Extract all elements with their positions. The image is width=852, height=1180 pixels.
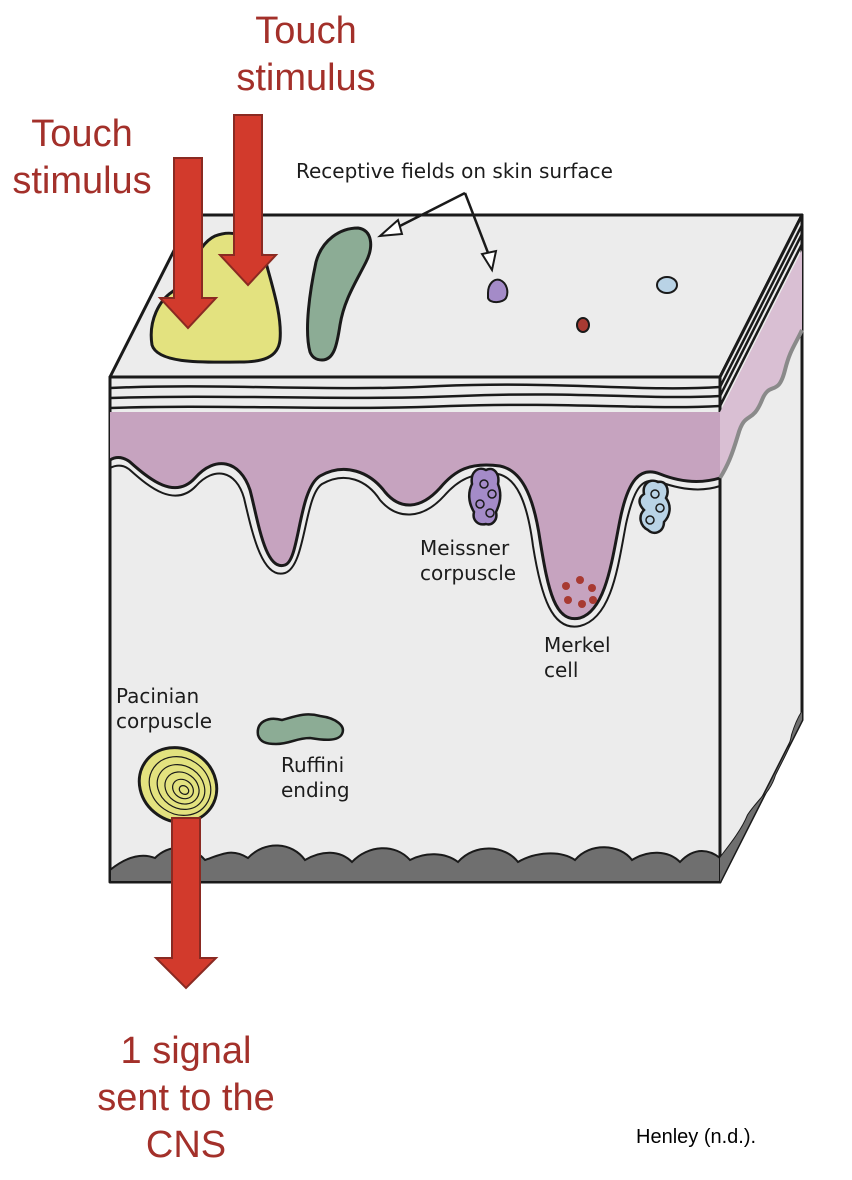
meissner-label-line1: Meissner: [420, 536, 510, 560]
pacinian-corpuscle: [137, 746, 219, 824]
merkel-receptive-field: [576, 317, 590, 333]
epidermis-layers: [109, 383, 721, 410]
touch-stimulus-label-left-line2: stimulus: [12, 160, 151, 202]
merkel-cells: [562, 576, 597, 608]
ruffini-label-line2: ending: [281, 778, 350, 802]
receptive-fields-label: Receptive fields on skin surface: [296, 159, 613, 183]
dermis-boundary-inner: [109, 464, 721, 628]
free-nerve-ending: [638, 479, 671, 534]
signal-to-cns-arrow: [153, 817, 219, 990]
pacinian-label-line1: Pacinian: [116, 684, 199, 708]
pointer-arrowhead-right: [480, 249, 498, 273]
touch-stimulus-arrow-right: [217, 114, 279, 287]
image-credit: Henley (n.d.).: [636, 1126, 756, 1148]
signal-label-line3: CNS: [146, 1124, 226, 1166]
meissner-corpuscle: [468, 467, 502, 526]
signal-label-line2: sent to the: [97, 1077, 274, 1119]
receptive-field-pointers: [391, 191, 492, 259]
ruffini-label-line1: Ruffini: [281, 753, 344, 777]
side-dermis-boundary: [718, 329, 804, 480]
free-ending-receptive-field: [656, 276, 678, 294]
subcutaneous-side-fill: [720, 712, 802, 882]
merkel-label-line1: Merkel: [544, 633, 611, 657]
signal-label-line1: 1 signal: [121, 1030, 252, 1072]
touch-stimulus-arrow-left: [157, 157, 219, 330]
side-epidermis-lines: [718, 224, 804, 407]
ruffini-receptive-field: [306, 226, 373, 362]
dermis-side-layer: [720, 250, 802, 478]
subcutaneous-fat-front: [109, 844, 721, 883]
pacinian-label-line2: corpuscle: [116, 709, 212, 733]
dermis-boundary: [109, 456, 721, 621]
touch-stimulus-label-right-line2: stimulus: [236, 57, 375, 99]
pointer-arrowhead-left: [377, 218, 404, 238]
meissner-label-line2: corpuscle: [420, 561, 516, 585]
touch-stimulus-label-left-line1: Touch: [31, 113, 132, 155]
merkel-label-line2: cell: [544, 658, 578, 682]
touch-stimulus-label-right-line1: Touch: [255, 10, 356, 52]
dermis-layer: [110, 412, 720, 619]
meissner-receptive-field: [487, 278, 509, 304]
ruffini-ending: [256, 713, 345, 746]
